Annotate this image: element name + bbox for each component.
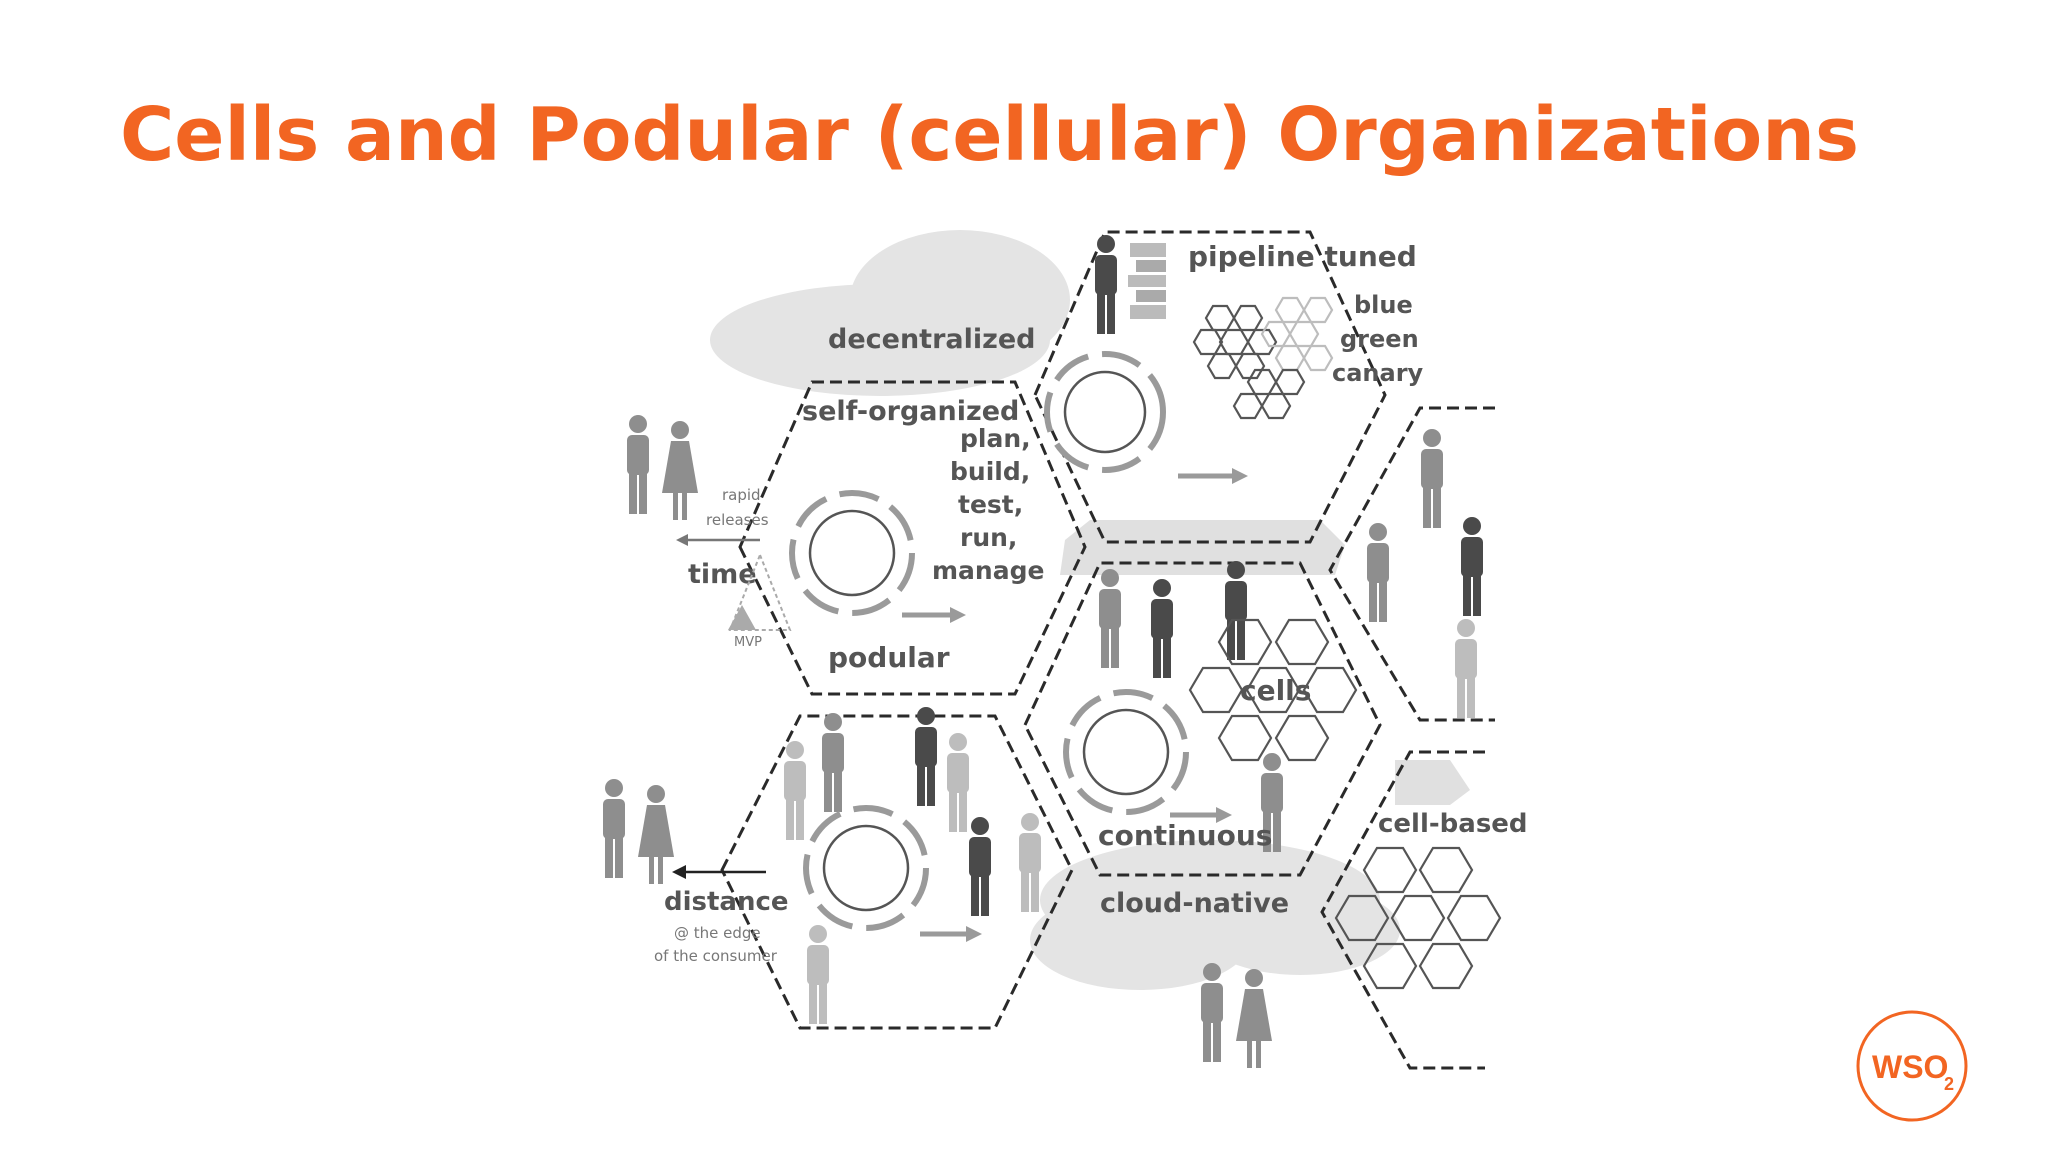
person-icon — [1095, 235, 1117, 334]
arrow-left-icon — [672, 865, 686, 879]
decentralized-cloud — [710, 230, 1070, 396]
podular-label: podular — [828, 641, 950, 674]
server-stack-icon — [1128, 243, 1166, 319]
person-icon — [627, 415, 649, 514]
step-plan: plan, — [960, 424, 1031, 453]
person-icon — [1225, 561, 1247, 660]
person-icon — [662, 421, 698, 520]
step-manage: manage — [932, 556, 1044, 585]
distance-group: distance @ the edge of the consumer — [603, 779, 789, 965]
person-icon — [784, 741, 806, 840]
continuous-cell: cells continuous — [1063, 561, 1358, 852]
cells-label: cells — [1240, 674, 1311, 707]
person-icon — [1151, 579, 1173, 678]
cloud-native-cloud — [1030, 840, 1400, 990]
person-icon — [603, 779, 625, 878]
bottom-people-group — [1201, 963, 1272, 1068]
person-icon — [638, 785, 674, 884]
person-icon — [947, 733, 969, 832]
person-icon — [1421, 429, 1443, 528]
continuous-label: continuous — [1098, 819, 1272, 852]
deploy-hex-cluster — [1192, 296, 1334, 420]
person-icon — [969, 817, 991, 916]
arrow-right-icon — [920, 926, 982, 942]
arrow-right-icon — [1178, 468, 1248, 484]
cycle-icon — [1044, 351, 1166, 473]
pipeline-tuned-label: pipeline tuned — [1188, 240, 1417, 273]
mvp-label: MVP — [734, 635, 762, 650]
bottom-right-partial-hexagon — [1320, 750, 1485, 1070]
person-icon — [1019, 813, 1041, 912]
step-test: test, — [958, 490, 1023, 519]
cycle-icon — [1063, 689, 1189, 815]
center-gray-band — [1060, 520, 1470, 805]
person-icon — [1455, 619, 1477, 718]
step-build: build, — [950, 457, 1030, 486]
slide-title: Cells and Podular (cellular) Organizatio… — [120, 92, 1859, 178]
svg-text:2: 2 — [1944, 1074, 1954, 1094]
decentralized-label: decentralized — [828, 324, 1035, 355]
person-icon — [1367, 523, 1389, 622]
canary-label: canary — [1332, 359, 1424, 387]
wso2-logo: WSO 2 — [1856, 1010, 1968, 1122]
time-axis-group: rapid releases time MVP — [627, 415, 792, 650]
person-icon — [915, 707, 937, 806]
cloud-native-label: cloud-native — [1100, 888, 1289, 919]
person-icon — [1236, 969, 1272, 1068]
top-hexagon — [1033, 230, 1387, 544]
edge-cell — [784, 707, 1041, 1024]
edge-label: @ the edge — [674, 924, 761, 942]
step-run: run, — [960, 523, 1017, 552]
cell-based-cell: cell-based — [1334, 809, 1528, 990]
arrow-right-icon — [1170, 807, 1232, 823]
center-hexagon — [1023, 561, 1382, 877]
cycle-icon — [803, 805, 929, 931]
svg-text:WSO: WSO — [1872, 1049, 1948, 1085]
self-organized-label: self-organized — [802, 396, 1019, 427]
mvp-pyramid-icon — [728, 552, 792, 631]
right-partial-hexagon — [1328, 406, 1495, 722]
releases-label: releases — [706, 511, 769, 529]
cycle-icon — [789, 490, 915, 616]
consumer-label: of the consumer — [654, 947, 778, 965]
blue-label: blue — [1354, 291, 1413, 319]
arrow-left-icon — [676, 534, 688, 546]
person-icon — [1099, 569, 1121, 668]
bottom-left-hexagon — [720, 714, 1074, 1030]
rapid-label: rapid — [722, 486, 761, 504]
self-organized-cell: self-organized plan, build, test, run, m… — [789, 396, 1044, 674]
person-icon — [1461, 517, 1483, 616]
cell-based-label: cell-based — [1378, 809, 1528, 839]
arrow-right-icon — [902, 607, 966, 623]
distance-label: distance — [664, 887, 789, 917]
person-icon — [807, 925, 829, 1024]
time-label: time — [688, 559, 757, 590]
person-icon — [822, 713, 844, 812]
left-hexagon — [738, 380, 1087, 696]
green-label: green — [1340, 325, 1419, 353]
pipeline-tuned-cell: pipeline tuned blue green canary — [1044, 235, 1424, 484]
